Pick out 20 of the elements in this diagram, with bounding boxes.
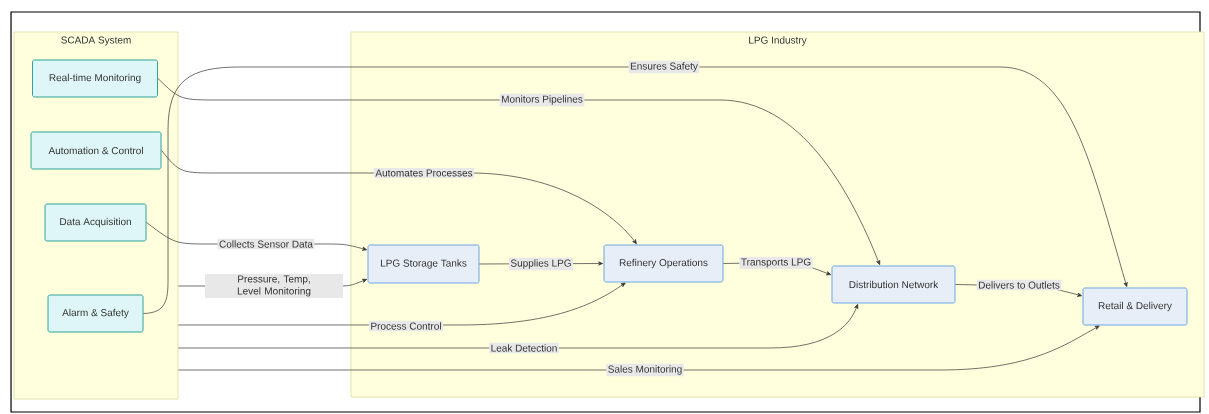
arrow bbox=[157, 78, 881, 265]
edge-label: Pressure, Temp, Level Monitoring bbox=[205, 274, 343, 298]
process-box: Data Acquisition bbox=[44, 203, 147, 242]
arrow bbox=[178, 325, 1100, 371]
edge-label: Automates Processes bbox=[373, 168, 475, 178]
edge-label: Leak Detection bbox=[489, 342, 559, 354]
edge-label: Delivers to Outlets bbox=[976, 279, 1062, 291]
process-box: Alarm & Safety bbox=[47, 294, 144, 333]
edge-label: Collects Sensor Data bbox=[217, 238, 315, 250]
process-box: Refinery Operations bbox=[603, 244, 724, 283]
arrow bbox=[178, 304, 859, 349]
process-box: LPG Storage Tanks bbox=[367, 244, 480, 284]
process-box: Automation & Control bbox=[30, 131, 162, 170]
process-box: Retail & Delivery bbox=[1082, 287, 1188, 326]
edge-label: Process Control bbox=[368, 320, 444, 332]
arrow bbox=[143, 66, 1128, 314]
process-box: Distribution Network bbox=[831, 265, 956, 304]
process-box: Real-time Monitoring bbox=[32, 59, 158, 98]
group-title: SCADA System bbox=[61, 36, 131, 46]
group-title: LPG Industry bbox=[749, 36, 807, 46]
